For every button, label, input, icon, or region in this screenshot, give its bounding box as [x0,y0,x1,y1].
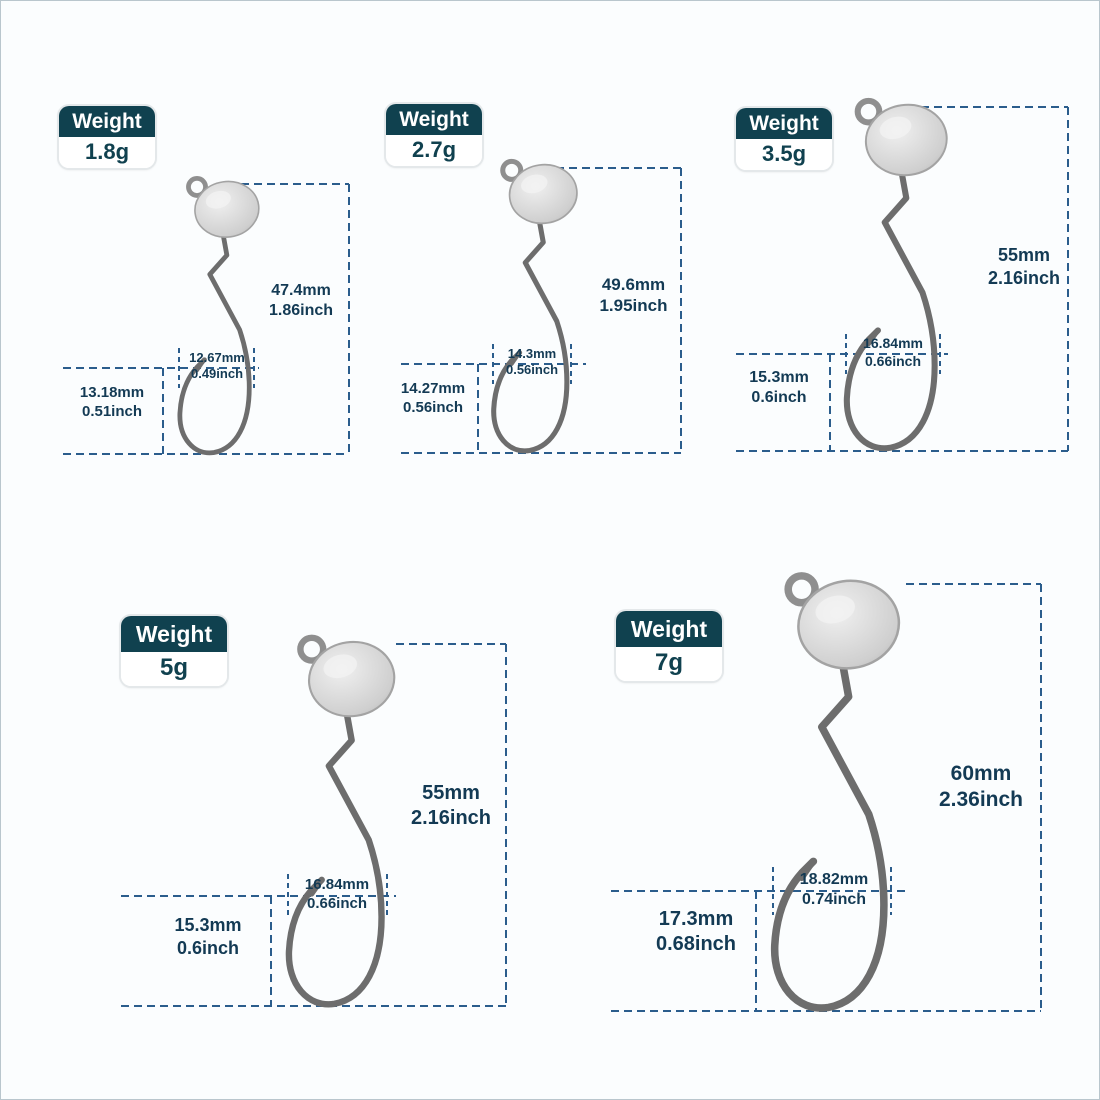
gap-dimension: 14.27mm 0.56inch [391,380,475,418]
jig-diagram-svg [401,96,682,454]
weight-badge: Weight 7g [616,611,722,681]
weight-badge-label: Weight [736,108,832,139]
dimension-lines [611,583,1042,1012]
gap-dimension: 13.18mm 0.51inch [66,384,158,422]
height-dimension: 55mm 2.16inch [984,244,1064,289]
gap-inch: 0.51inch [81,402,143,420]
weight-badge-label: Weight [386,104,482,135]
dimension-lines [121,643,507,1007]
height-dimension: 47.4mm 1.86inch [256,281,346,321]
height-mm: 49.6mm [601,275,666,294]
gap-dimension: 17.3mm 0.68inch [643,907,749,957]
jig-panel-3-5g: Weight 3.5g 55mm 2.16inch 16.84mm 0.66in… [716,96,1096,481]
height-inch: 1.95inch [599,296,668,316]
height-inch: 2.16inch [987,267,1061,288]
width-mm: 16.84mm [304,876,370,893]
gap-dimension: 15.3mm 0.6inch [158,914,258,959]
width-mm: 14.3mm [507,346,557,361]
jig-panel-1-8g: Weight 1.8g 47.4mm 1.86inch 12.67mm 0.49… [41,96,386,481]
dimension-lines [736,106,1069,452]
gap-inch: 0.56inch [402,398,464,416]
jig-diagram-svg [611,561,1042,1012]
weight-badge: Weight 5g [121,616,227,686]
width-inch: 0.66inch [864,352,922,369]
width-dimension: 16.84mm 0.66inch [857,335,929,370]
jig-diagram-svg [121,586,507,1036]
jig-diagram-svg [736,96,1069,452]
height-dimension: 55mm 2.16inch [401,781,501,831]
height-dimension: 49.6mm 1.95inch [591,274,676,317]
width-inch: 0.74inch [801,891,867,908]
height-mm: 60mm [950,762,1012,785]
gap-inch: 0.6inch [176,937,240,958]
height-inch: 2.16inch [410,807,492,829]
height-mm: 55mm [422,782,480,804]
jig-hook-icon [180,177,263,452]
gap-dimension: 15.3mm 0.6inch [734,368,824,408]
dimension-lines [401,167,682,454]
width-dimension: 18.82mm 0.74inch [789,870,879,910]
jig-diagram-svg [63,96,350,481]
gap-mm: 15.3mm [174,915,242,935]
width-dimension: 16.84mm 0.66inch [297,876,377,914]
weight-badge: Weight 3.5g [736,108,832,170]
weight-badge: Weight 1.8g [59,106,155,168]
jig-hook-icon [775,574,905,1008]
weight-badge-label: Weight [616,611,722,647]
weight-badge: Weight 2.7g [386,104,482,166]
jig-hook-icon [847,100,951,449]
weight-badge-value: 2.7g [386,135,482,166]
weight-badge-value: 5g [121,652,227,686]
weight-badge-value: 1.8g [59,137,155,168]
jig-hook-icon [494,160,581,451]
weight-badge-value: 3.5g [736,139,832,170]
width-inch: 0.49inch [190,366,244,382]
weight-badge-label: Weight [121,616,227,652]
width-dimension: 12.67mm 0.49inch [182,350,252,383]
gap-mm: 17.3mm [658,908,734,930]
height-mm: 47.4mm [271,282,331,299]
gap-inch: 0.68inch [655,933,737,955]
gap-inch: 0.6inch [751,389,807,406]
height-inch: 2.36inch [938,788,1024,812]
width-inch: 0.56inch [505,362,559,378]
jig-hook-icon [289,636,399,1004]
width-mm: 18.82mm [799,871,869,888]
weight-badge-value: 7g [616,647,722,681]
width-dimension: 14.3mm 0.56inch [498,346,566,379]
height-inch: 1.86inch [268,302,334,319]
height-mm: 55mm [997,245,1051,265]
gap-mm: 14.27mm [400,380,466,397]
jig-panel-2-7g: Weight 2.7g 49.6mm 1.95inch 14.3mm 0.56i… [381,96,711,481]
weight-badge-label: Weight [59,106,155,137]
width-mm: 16.84mm [863,335,923,351]
jig-panel-5g: Weight 5g 55mm 2.16inch 16.84mm 0.66inch… [106,586,566,1036]
gap-mm: 15.3mm [749,369,809,386]
height-dimension: 60mm 2.36inch [931,761,1031,814]
width-inch: 0.66inch [306,894,368,912]
gap-mm: 13.18mm [79,384,145,401]
width-mm: 12.67mm [189,350,245,365]
jig-panel-7g: Weight 7g 60mm 2.36inch 18.82mm 0.74inch… [601,561,1081,1036]
